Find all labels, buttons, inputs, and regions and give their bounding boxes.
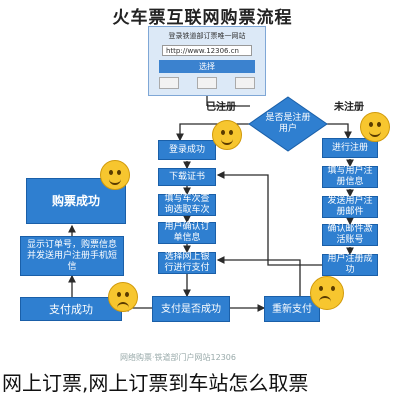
portal-icon	[235, 77, 255, 89]
step-confirm-order: 用户确认订单信息	[158, 222, 216, 244]
worried-icon	[310, 276, 344, 310]
decision-registered-shape	[248, 96, 328, 152]
step-login-success: 登录成功	[158, 140, 216, 160]
watermark: 网络购票·铁道部门户网站12306	[120, 353, 236, 362]
step-select-bank: 选择网上银行进行支付	[158, 252, 216, 274]
step-register: 进行注册	[322, 138, 378, 158]
step-fill-register-info: 填写用户注册信息	[322, 166, 378, 188]
pay-decision: 支付是否成功	[152, 296, 230, 322]
portal-screen: 登录铁道部订票唯一网站 http://www.12306.cn 选择	[148, 26, 266, 96]
label-unregistered: 未注册	[334, 102, 364, 113]
step-register-success: 用户注册成功	[322, 254, 378, 276]
step-send-register-email: 发送用户注册邮件	[322, 196, 378, 218]
portal-icon	[159, 77, 179, 89]
smiley-icon	[212, 120, 242, 150]
portal-url: http://www.12306.cn	[162, 45, 252, 56]
portal-header: 登录铁道部订票唯一网站	[168, 32, 246, 40]
portal-icons	[159, 77, 255, 89]
pay-success: 支付成功	[20, 297, 122, 321]
decision-registered: 是否是注册用户	[265, 113, 311, 134]
step-query-train: 填写车次查询选取车次	[158, 194, 216, 216]
label-registered: 已注册	[206, 102, 236, 113]
diagram-title: 火车票互联网购票流程	[112, 8, 293, 28]
smiley-icon	[360, 112, 390, 142]
step-activate-account: 确认邮件激活账号	[322, 224, 378, 246]
caption: 网上订票,网上订票到车站怎么取票	[0, 366, 405, 400]
portal-icon	[197, 77, 217, 89]
step-download-cert: 下载证书	[158, 168, 216, 186]
portal-choose: 选择	[159, 60, 255, 73]
laughing-icon	[100, 160, 130, 190]
show-order-info: 显示订单号，购票信息并发送用户注册手机短信	[20, 236, 124, 276]
crying-icon	[108, 282, 138, 312]
repay: 重新支付	[264, 296, 320, 322]
